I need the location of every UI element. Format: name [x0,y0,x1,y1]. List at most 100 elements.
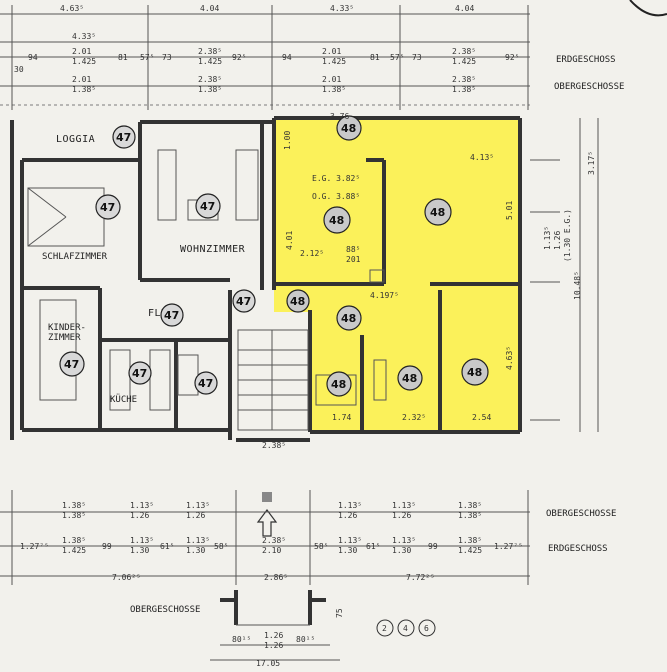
entrance-marker [262,492,272,502]
unit-number: 47 [116,131,131,144]
unit-number: 47 [200,200,215,213]
page-number-2: 2 [382,624,387,633]
apartment-annotations: E.G. 3.82⁵ O.G. 3.88⁵ 2.12⁵ 88⁵ 201 4.13… [262,112,514,450]
unit-marker-circle [336,305,362,331]
dim-b2-4: 1.13⁵ [130,536,154,545]
unit-markers: 47 47 47 47 47 47 47 47 48 48 48 48 48 4… [59,115,489,397]
dim-4-63: 4.63⁵ [505,346,514,370]
dim-total-right: 7.72²⁵ [406,573,435,582]
dim-b2-10: 2.38⁵ [262,536,286,545]
page-number-circle [418,619,436,637]
dim-og-width: O.G. 3.88⁵ [312,192,360,201]
bottom-dimension-lines: 1.38⁵ 1.38⁵ 1.13⁵ 1.26 1.13⁵ 1.26 1.13⁵ … [0,490,616,615]
dim-r3-8: 92⁵ [232,53,246,62]
label-obergeschosse-entry: OBERGESCHOSSE [130,605,200,615]
dim-total-mid: 2.86⁵ [264,573,288,582]
unit-marker-circle [336,115,362,141]
unit-marker-circle [128,361,152,385]
label-erdgeschoss-bottom: ERDGESCHOSS [548,544,608,554]
dim-r3-2: 1.425 [72,57,96,66]
page-number-circle [397,619,415,637]
page-numbers: 2 4 6 [376,619,436,637]
dim-r4-3: 2.38⁵ [198,75,222,84]
dim-entry-2: 1.26 [264,641,283,650]
unit-number: 48 [402,372,417,385]
dim-r3-0: 94 [28,53,38,62]
entry-porch: 75 80¹⁵ 1.26 1.26 80¹⁵ 17.05 [210,590,344,668]
room-kinderzimmer-line2: ZIMMER [48,333,81,343]
unit-marker-circle [286,289,310,313]
dim-side-1-13: 1.13⁵ [543,226,552,250]
dim-top-4: 4.04 [455,4,474,13]
dim-4-197: 4.197⁵ [370,291,399,300]
dim-b2-3: 99 [102,542,112,551]
dim-r4-6: 1.38⁵ [322,85,346,94]
dim-r4-7: 2.38⁵ [452,75,476,84]
unit-number: 48 [341,312,356,325]
unit-number: 47 [100,201,115,214]
dim-top-5: 4.33⁵ [72,32,96,41]
dim-r3-16: 1.425 [452,57,476,66]
arrow-up-icon [256,509,278,537]
dim-3-76: 3.76 [330,112,349,121]
label-obergeschosse-bottom: OBERGESCHOSSE [546,509,616,519]
label-erdgeschoss-top: ERDGESCHOSS [556,55,616,65]
dim-r3-15: 2.38⁵ [452,47,476,56]
dim-r3-14: 73 [412,53,422,62]
dim-b2-17: 1.30 [392,546,411,555]
walls [10,116,560,442]
room-wohnzimmer: WOHNZIMMER [180,244,246,255]
dim-r4-4: 1.38⁵ [198,85,222,94]
dim-1-74: 1.74 [332,413,351,422]
page-number-circle [376,619,394,637]
unit-number: 48 [467,366,482,379]
dim-eg-width: E.G. 3.82⁵ [312,174,360,183]
unit-marker-circle [323,206,351,234]
unit-marker-circle [397,365,423,391]
dim-b2-20: 1.425 [458,546,482,555]
dim-b2-7: 1.13⁵ [186,536,210,545]
dim-b2-1: 1.38⁵ [62,536,86,545]
unit-number: 47 [236,295,251,308]
dim-r3-4: 57⁵ [140,53,154,62]
dim-b2-16: 1.13⁵ [392,536,416,545]
room-kinderzimmer-line1: KINDER- [48,323,86,333]
dim-b2-21: 1.27⁷⁵ [494,542,523,551]
dim-b2-6: 61⁵ [160,542,174,551]
dim-entry-0: 80¹⁵ [232,635,251,644]
dim-2-12: 2.12⁵ [300,249,324,258]
dim-r4-1: 2.01 [72,75,91,84]
dim-b2-14: 1.30 [338,546,357,555]
dim-r3-12: 81 [370,53,380,62]
dim-r4-8: 1.38⁵ [452,85,476,94]
unit-marker-circle [424,198,452,226]
dim-side-10-48: 10.48⁵ [573,271,582,300]
dim-side-1-26: 1.26 [553,231,562,250]
dim-r3-11: 1.425 [322,57,346,66]
dim-1-00: 1.00 [283,131,292,150]
dim-top-3: 4.33⁵ [330,4,354,13]
right-dimension-lines: 3.17⁵ 10.48⁵ 1.13⁵ 1.26 (1.30 E.G.) [543,118,599,432]
dim-b2-2: 1.425 [62,546,86,555]
dim-201: 201 [346,255,361,264]
dim-total-left: 7.06²⁵ [112,573,141,582]
dim-top-2: 4.04 [200,4,219,13]
unit-marker-circle [232,289,256,313]
dim-2-38: 2.38⁵ [262,441,286,450]
unit-marker-circle [59,351,85,377]
dim-b1-1: 1.38⁵ [62,511,86,520]
dim-entry-1: 1.26 [264,631,283,640]
dim-r3-1: 2.01 [72,47,91,56]
corner-arc [629,0,667,17]
entrance-arrow [256,492,278,537]
unit-marker-circle [326,371,352,397]
dim-b1-8: 1.13⁵ [392,501,416,510]
dim-entry-3: 80¹⁵ [296,635,315,644]
dim-b1-3: 1.26 [130,511,149,520]
unit-number: 48 [331,378,346,391]
dim-b2-13: 1.13⁵ [338,536,362,545]
page-number-6: 6 [424,624,429,633]
dim-r3-7: 1.425 [198,57,222,66]
top-dimension-lines: 4.63⁵ 4.04 4.33⁵ 4.04 4.33⁵ 94 2.01 1.42… [0,4,624,110]
dim-b1-5: 1.26 [186,511,205,520]
